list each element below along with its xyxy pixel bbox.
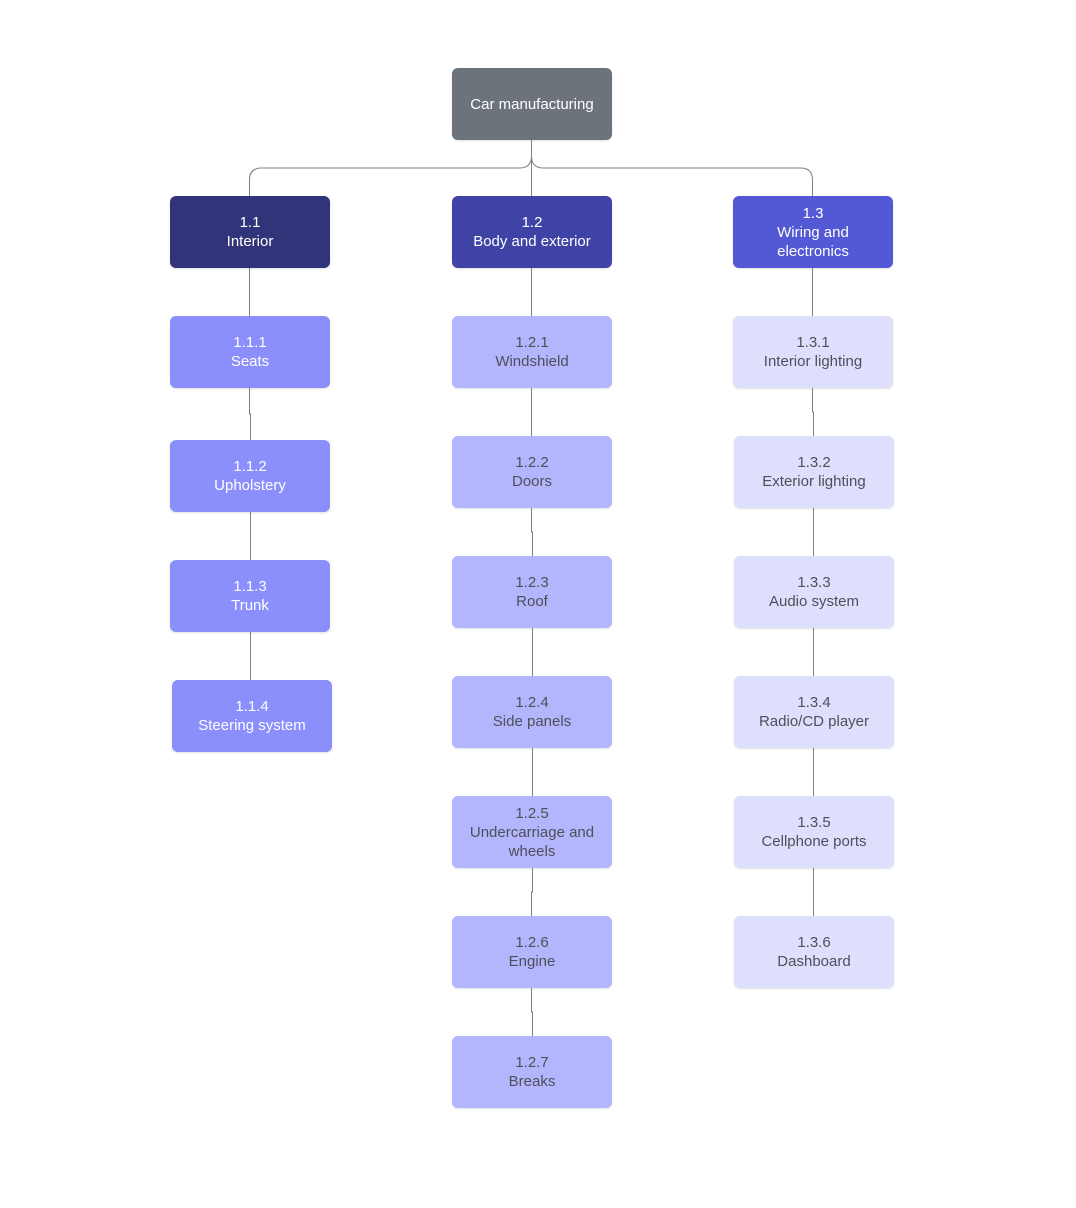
leaf-number: 1.1.1 <box>233 334 267 351</box>
connector-root-to-wiring <box>531 140 813 196</box>
leaf-node-audio-system[interactable]: 1.3.3 Audio system <box>734 556 894 628</box>
branch-label: Interior <box>226 233 274 250</box>
leaf-node-dashboard[interactable]: 1.3.6 Dashboard <box>734 916 894 988</box>
leaf-label: Audio system <box>768 593 860 610</box>
leaf-label: Radio/CD player <box>758 713 870 730</box>
leaf-label: Roof <box>516 593 548 610</box>
leaf-node-undercarriage-and-wheels[interactable]: 1.2.5 Undercarriage and wheels <box>452 796 612 868</box>
branch-node-interior[interactable]: 1.1 Interior <box>170 196 330 268</box>
leaf-number: 1.2.1 <box>515 334 549 351</box>
root-node[interactable]: Car manufacturing <box>452 68 612 140</box>
connector-interiorlighting-exteriorlighting <box>812 388 814 436</box>
branch-number: 1.3 <box>802 204 824 222</box>
leaf-label: Seats <box>230 353 270 370</box>
connector-undercarriage-engine <box>531 868 533 916</box>
leaf-label: Side panels <box>492 713 572 730</box>
leaf-label: Interior lighting <box>763 353 863 370</box>
leaf-label: Cellphone ports <box>761 833 867 850</box>
leaf-number: 1.1.4 <box>235 698 269 715</box>
branch-label: Body and exterior <box>473 233 591 250</box>
leaf-label: Breaks <box>508 1073 556 1090</box>
leaf-number: 1.2.3 <box>515 574 549 591</box>
leaf-node-windshield[interactable]: 1.2.1 Windshield <box>452 316 612 388</box>
leaf-label: Doors <box>511 473 552 490</box>
leaf-node-radio-cd-player[interactable]: 1.3.4 Radio/CD player <box>734 676 894 748</box>
branch-number: 1.2 <box>521 214 543 231</box>
leaf-number: 1.3.3 <box>797 574 831 591</box>
leaf-number: 1.2.2 <box>515 454 549 471</box>
leaf-node-breaks[interactable]: 1.2.7 Breaks <box>452 1036 612 1108</box>
leaf-label: Engine <box>508 953 556 970</box>
leaf-number: 1.3.5 <box>797 814 831 831</box>
leaf-label: Exterior lighting <box>762 473 866 490</box>
leaf-label: Dashboard <box>777 953 851 970</box>
leaf-node-doors[interactable]: 1.2.2 Doors <box>452 436 612 508</box>
branch-number: 1.1 <box>239 214 261 231</box>
leaf-node-cellphone-ports[interactable]: 1.3.5 Cellphone ports <box>734 796 894 868</box>
leaf-number: 1.2.6 <box>515 934 549 951</box>
leaf-node-upholstery[interactable]: 1.1.2 Upholstery <box>170 440 330 512</box>
connector-doors-roof <box>531 508 533 556</box>
leaf-number: 1.2.4 <box>515 694 549 711</box>
leaf-label: Trunk <box>231 597 269 614</box>
leaf-node-engine[interactable]: 1.2.6 Engine <box>452 916 612 988</box>
leaf-label: Undercarriage and wheels <box>469 823 595 860</box>
leaf-label: Upholstery <box>214 477 286 494</box>
leaf-number: 1.3.6 <box>797 934 831 951</box>
leaf-node-steering-system[interactable]: 1.1.4 Steering system <box>172 680 332 752</box>
leaf-number: 1.2.5 <box>515 804 549 822</box>
leaf-number: 1.1.3 <box>233 578 267 595</box>
leaf-number: 1.3.4 <box>797 694 831 711</box>
leaf-node-interior-lighting[interactable]: 1.3.1 Interior lighting <box>733 316 893 388</box>
leaf-node-roof[interactable]: 1.2.3 Roof <box>452 556 612 628</box>
branch-node-wiring-and-electronics[interactable]: 1.3 Wiring and electronics <box>733 196 893 268</box>
leaf-node-exterior-lighting[interactable]: 1.3.2 Exterior lighting <box>734 436 894 508</box>
connector-root-to-interior <box>249 140 532 196</box>
leaf-number: 1.1.2 <box>233 458 267 475</box>
leaf-number: 1.3.1 <box>796 334 830 351</box>
leaf-node-side-panels[interactable]: 1.2.4 Side panels <box>452 676 612 748</box>
leaf-node-trunk[interactable]: 1.1.3 Trunk <box>170 560 330 632</box>
connector-engine-breaks <box>531 988 533 1036</box>
connector-seats-upholstery <box>249 388 251 440</box>
branch-node-body-and-exterior[interactable]: 1.2 Body and exterior <box>452 196 612 268</box>
leaf-number: 1.2.7 <box>515 1054 549 1071</box>
leaf-node-seats[interactable]: 1.1.1 Seats <box>170 316 330 388</box>
leaf-label: Steering system <box>198 717 306 734</box>
root-label: Car manufacturing <box>470 95 594 113</box>
branch-label: Wiring and electronics <box>777 223 849 260</box>
leaf-number: 1.3.2 <box>797 454 831 471</box>
leaf-label: Windshield <box>495 353 569 370</box>
